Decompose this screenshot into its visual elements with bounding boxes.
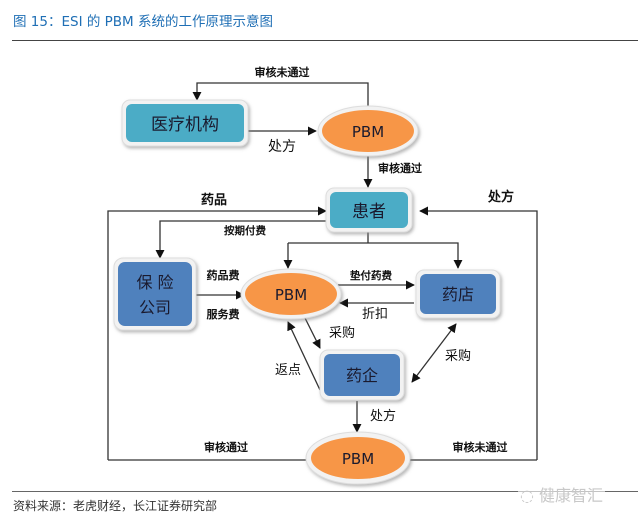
node-pharma-company (319, 349, 405, 401)
edge-prescription-right (419, 206, 538, 460)
watermark-text: 健康智汇 (539, 486, 604, 505)
label-prescription-right: 处方 (487, 189, 514, 205)
label-approve-bottom: 审核通过 (204, 440, 248, 454)
node-pharmacy (415, 269, 501, 319)
watermark: ◌ 健康智汇 (518, 482, 606, 506)
node-patient (325, 187, 413, 233)
bottom-divider (12, 491, 638, 492)
node-pbm-top-label: PBM (352, 123, 384, 141)
node-pbm-bottom (305, 431, 411, 485)
label-prescription-1: 处方 (268, 139, 296, 155)
edge-top-reject (192, 82, 369, 107)
source-note: 资料来源：老虎财经，长江证券研究部 (13, 499, 218, 513)
node-medical-institution (121, 99, 249, 147)
edge-to-pharmacy (288, 242, 463, 269)
node-insurer (113, 257, 197, 331)
node-insurer-label-2: 公司 (139, 298, 171, 317)
node-pharmacy-label: 药店 (442, 285, 474, 304)
label-drug-fee: 药品费 (207, 268, 240, 282)
label-drugs: 药品 (201, 192, 227, 208)
node-pbm-mid (240, 268, 342, 320)
edge-periodic-pay (155, 220, 326, 259)
figure-title: 图 15：ESI 的 PBM 系统的工作原理示意图 (13, 14, 273, 30)
label-reject-bottom: 审核未通过 (453, 440, 508, 454)
label-advance-fee: 垫付药费 (350, 269, 392, 282)
top-divider (12, 40, 638, 41)
node-pbm-bottom-label: PBM (342, 450, 374, 468)
label-service-fee: 服务费 (207, 307, 240, 321)
node-pbm-top (317, 105, 419, 157)
edge-drugs (107, 206, 327, 460)
label-top-reject: 审核未通过 (255, 65, 310, 79)
node-patient-label: 患者 (352, 202, 386, 222)
node-insurer-label-1: 保 险 (136, 273, 173, 292)
label-purchase-2: 采购 (445, 348, 471, 364)
edge-purchase-1 (304, 317, 321, 349)
label-rebate: 返点 (275, 363, 301, 378)
label-approve-1: 审核通过 (378, 161, 422, 175)
label-periodic-pay: 按期付费 (224, 224, 266, 237)
node-pharma-label: 药企 (346, 366, 378, 385)
node-medical-label: 医疗机构 (151, 115, 219, 135)
edge-rebate (287, 321, 321, 391)
label-prescription-2: 处方 (370, 408, 396, 424)
edge-purchase-2 (411, 323, 457, 383)
label-purchase-1: 采购 (329, 325, 355, 341)
wechat-icon: ◌ (520, 486, 540, 505)
label-discount: 折扣 (362, 307, 388, 322)
node-pbm-mid-label: PBM (275, 286, 307, 304)
